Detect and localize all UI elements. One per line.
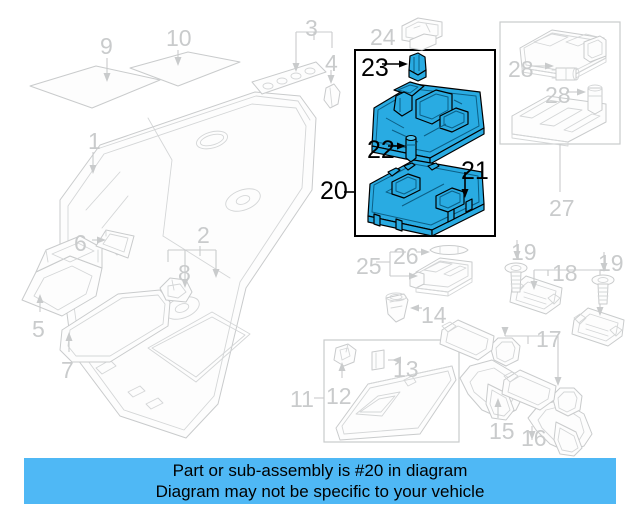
callout-24: 24: [370, 24, 396, 50]
callout-4: 4: [325, 50, 338, 76]
clip-part-4: [323, 83, 341, 109]
callout-27: 27: [549, 195, 575, 221]
notice-banner: Part or sub-assembly is #20 in diagram D…: [24, 458, 616, 504]
callout-22: 22: [367, 136, 395, 164]
callout-6: 6: [74, 230, 87, 256]
panel-part-10: [129, 51, 241, 87]
callout-leaders-25: [376, 248, 430, 280]
bracket-part-18-b: [571, 307, 625, 347]
callout-14: 14: [421, 302, 447, 328]
callout-9: 9: [100, 33, 113, 59]
callout-leader-14: [410, 304, 422, 312]
bulb-part-28-b: [587, 84, 603, 115]
callout-leaders-19: [513, 240, 608, 272]
callout-13: 13: [393, 356, 419, 382]
callout-leaders-11: [314, 356, 401, 399]
sunroof-ring-part-7: [59, 289, 171, 363]
lamp-lens-part-27: [511, 95, 607, 147]
callout-28: 28: [508, 56, 534, 82]
callout-1: 1: [88, 128, 101, 154]
callout-21: 21: [461, 157, 489, 185]
grab-handle-bracket-17-b: [501, 369, 583, 417]
knob-part-23: [408, 52, 427, 82]
callout-leaders-17: [501, 327, 562, 386]
callout-19b: 19: [598, 250, 624, 276]
bracket-part-18-a: [509, 275, 563, 315]
callout-7: 7: [61, 357, 74, 383]
visor-clip-part-12: [333, 343, 357, 367]
screw-part-19-a: [504, 262, 528, 293]
callout-20: 20: [320, 177, 348, 205]
lamp-part-27: [519, 29, 607, 81]
callout-leaders-box: [344, 60, 469, 198]
notice-line-2: Diagram may not be specific to your vehi…: [155, 482, 485, 501]
roof-rail-part-3: [251, 61, 327, 95]
bracket-part-6: [95, 229, 135, 259]
grab-handle-bracket-17-a: [439, 319, 521, 367]
bulb-part-26: [429, 245, 469, 255]
callout-15: 15: [489, 418, 515, 444]
callout-12: 12: [326, 383, 352, 409]
callout-3: 3: [305, 15, 318, 41]
screw-part-19-b: [591, 274, 615, 305]
maplamp-part-25: [409, 257, 473, 297]
callout-17: 17: [536, 326, 562, 352]
callout-10: 10: [166, 25, 192, 51]
callout-leaders-15-16: [494, 398, 536, 440]
visor-cap-part-13: [371, 349, 385, 371]
grab-handle-part-16: [527, 399, 593, 457]
callout-18: 18: [552, 260, 578, 286]
callout-23: 23: [361, 54, 389, 82]
panel-part-9: [29, 65, 161, 109]
callout-5: 5: [32, 316, 45, 342]
subassembly-box-11: [323, 339, 460, 443]
notice-line-1: Part or sub-assembly is #20 in diagram: [172, 461, 468, 480]
callout-16: 16: [521, 425, 547, 451]
console-base-part-21: [367, 159, 485, 237]
visor-support-part-14: [385, 292, 409, 323]
callout-19: 19: [511, 239, 537, 265]
callout-2: 2: [197, 222, 210, 248]
callout-25: 25: [356, 253, 382, 279]
callout-8: 8: [178, 260, 191, 286]
callout-leaders-27: [530, 62, 586, 192]
callout-leaders-left: [36, 31, 335, 352]
callout-11: 11: [290, 386, 314, 412]
bulb-part-22: [405, 134, 417, 163]
callout-28b: 28: [545, 82, 571, 108]
console-upper-part-20: [371, 81, 485, 165]
callout-26: 26: [393, 243, 419, 269]
connector-part-24: [401, 17, 443, 51]
sunvisor-part-11: [335, 365, 457, 441]
bulb-part-28-a: [551, 67, 580, 81]
